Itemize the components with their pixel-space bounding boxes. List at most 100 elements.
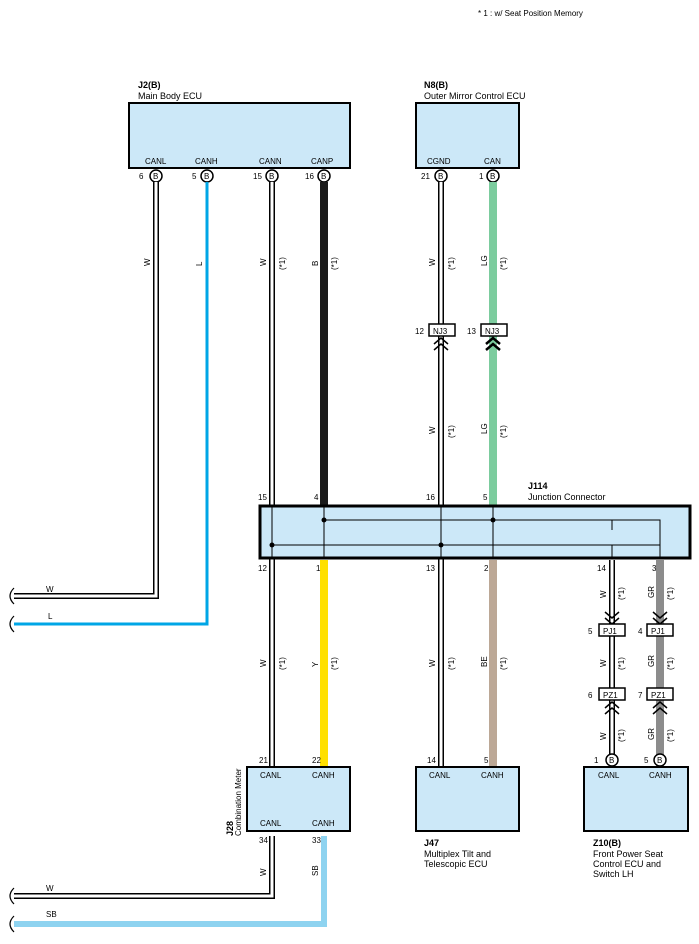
star-note: (*1)	[278, 257, 287, 270]
b-label: B	[269, 172, 274, 181]
j2-pin-num-16: 16	[305, 172, 314, 181]
n8-pin-num-21: 21	[421, 172, 430, 181]
wire-w-j28-34-fill	[14, 836, 274, 898]
b-label: B	[438, 172, 443, 181]
star-note: (*1)	[666, 657, 675, 670]
wire-color-lg: LG	[480, 255, 489, 266]
b-label: B	[204, 172, 209, 181]
wire-color-w: W	[599, 590, 608, 598]
j114-name: Junction Connector	[528, 492, 606, 502]
nj3-pin-12: 12	[415, 327, 424, 336]
break-mark	[9, 587, 15, 605]
break-mark	[9, 887, 15, 905]
j2-pin-num-5: 5	[192, 172, 197, 181]
nj3-arrow-icon	[485, 336, 501, 351]
junction-dot	[269, 542, 275, 548]
footnote: * 1 : w/ Seat Position Memory	[478, 9, 583, 18]
pj1-connector-2	[646, 623, 674, 637]
wire-w-j2-6-fill	[14, 182, 158, 598]
star-note: (*1)	[447, 657, 456, 670]
wire-color-w: W	[428, 426, 437, 434]
j28-code: J28	[225, 821, 235, 836]
wire-color-w: W	[259, 258, 268, 266]
j28-pin-num-34: 34	[259, 836, 268, 845]
j114-pin-16: 16	[426, 493, 435, 502]
j2-pin-cann: CANN	[259, 157, 282, 166]
wire-color-be: BE	[480, 656, 489, 667]
star-note: (*1)	[447, 257, 456, 270]
j2-pin-canp: CANP	[311, 157, 333, 166]
z10-pin-canl: CANL	[598, 771, 620, 780]
wire-color-l: L	[195, 261, 204, 266]
pz1-pin-7: 7	[638, 691, 643, 700]
n8-pin-can: CAN	[484, 157, 501, 166]
j28-combination-meter	[246, 766, 351, 832]
star-note: (*1)	[617, 657, 626, 670]
star-note: (*1)	[666, 587, 675, 600]
pj1-connector-1	[598, 623, 626, 637]
j28-name: Combination Meter	[234, 768, 243, 836]
j114-code: J114	[528, 481, 548, 491]
star-note: (*1)	[617, 729, 626, 742]
b-label: B	[321, 172, 326, 181]
wire-color-sb: SB	[311, 865, 320, 876]
star-note: (*1)	[447, 425, 456, 438]
n8-name: Outer Mirror Control ECU	[424, 91, 526, 101]
z10-name-1: Front Power Seat	[593, 849, 664, 859]
j47-pin-canl: CANL	[429, 771, 451, 780]
pj1-pin-4: 4	[638, 627, 643, 636]
wire-color-sb: SB	[46, 910, 57, 919]
j2-pin-num-6: 6	[139, 172, 144, 181]
star-note: (*1)	[499, 657, 508, 670]
wire-color-w: W	[46, 585, 54, 594]
junction-dot	[438, 542, 444, 548]
j47-pin-num-5: 5	[484, 756, 489, 765]
j47-pin-canh: CANH	[481, 771, 504, 780]
z10-name-3: Switch LH	[593, 869, 634, 879]
wire-color-l: L	[48, 612, 53, 621]
pj1-label: PJ1	[603, 627, 617, 636]
j114-bus-taps	[440, 506, 494, 558]
j2-pin-num-15: 15	[253, 172, 262, 181]
pj1-label: PJ1	[651, 627, 665, 636]
n8-pin-cgnd: CGND	[427, 157, 451, 166]
break-mark	[9, 615, 15, 633]
star-note: (*1)	[330, 657, 339, 670]
nj3-connector-1	[428, 323, 456, 337]
wire-color-lg: LG	[480, 423, 489, 434]
j2-pin-canl: CANL	[145, 157, 167, 166]
star-note: (*1)	[617, 587, 626, 600]
j114-pin-5: 5	[483, 493, 488, 502]
pz1-arrow-icon	[604, 701, 620, 715]
j28-pin-num-22: 22	[312, 756, 321, 765]
j114-pin-4: 4	[314, 493, 319, 502]
wire-color-w: W	[599, 659, 608, 667]
b-label: B	[153, 172, 158, 181]
wire-color-w: W	[259, 659, 268, 667]
pz1-arrow-icon	[652, 701, 668, 715]
star-note: (*1)	[278, 657, 287, 670]
wire-color-b: B	[311, 261, 320, 266]
z10-front-power-seat-ecu	[583, 766, 689, 832]
z10-pin-num-1: 1	[594, 756, 599, 765]
nj3-connector-2	[480, 323, 508, 337]
z10-pin-num-5: 5	[644, 756, 649, 765]
j114-pin-2: 2	[484, 564, 489, 573]
j28-pin-canh: CANH	[312, 771, 335, 780]
wire-color-gr: GR	[647, 728, 656, 740]
star-note: (*1)	[499, 257, 508, 270]
z10-code: Z10(B)	[593, 838, 621, 848]
j28-pin-num-33: 33	[312, 836, 321, 845]
wire-sb-j28-33	[14, 836, 327, 927]
j114-pin-13: 13	[426, 564, 435, 573]
wire-color-w: W	[599, 732, 608, 740]
wire-color-gr: GR	[647, 655, 656, 667]
j47-multiplex-tilt-ecu	[415, 766, 520, 832]
pz1-label: PZ1	[651, 691, 666, 700]
star-note: (*1)	[666, 729, 675, 742]
wire-color-w: W	[428, 258, 437, 266]
j2-main-body-ecu	[128, 102, 351, 169]
j114-bus-can-h	[323, 506, 661, 558]
wire-w-j2-6	[14, 182, 159, 599]
